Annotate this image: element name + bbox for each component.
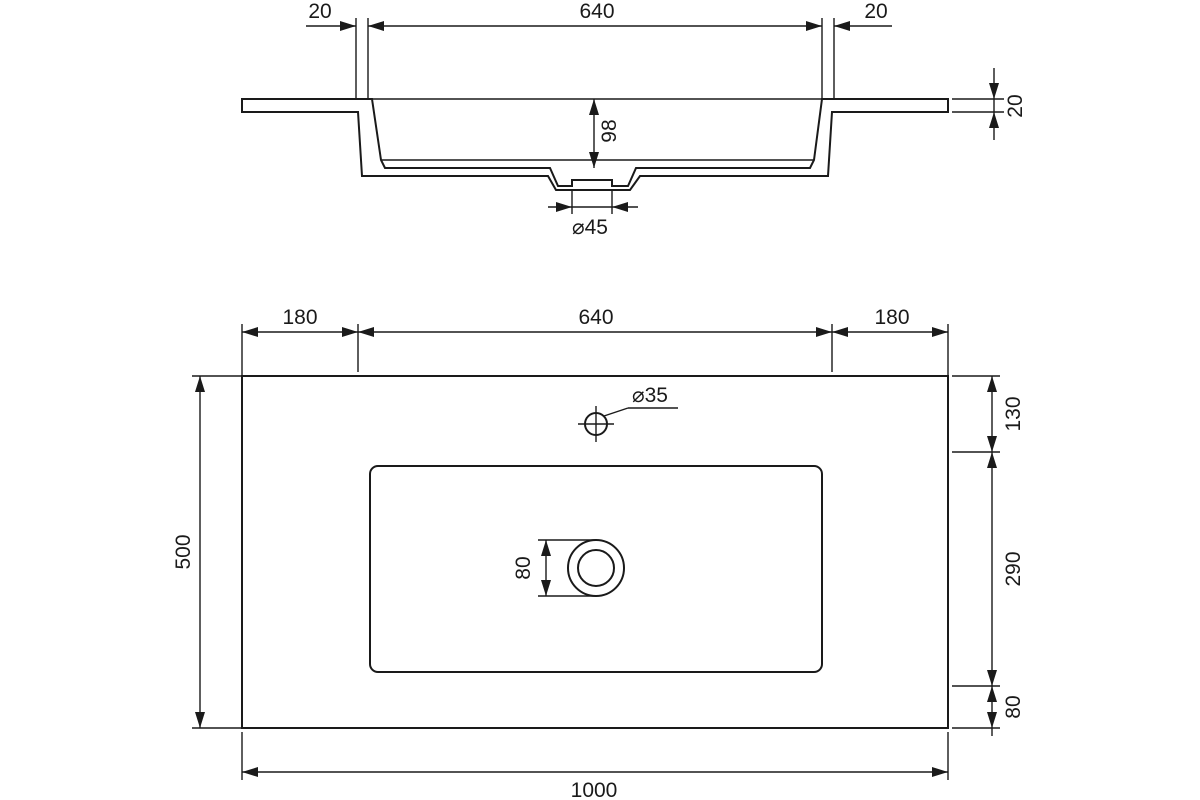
plan-view: ⌀35 180 640 180 500 (172, 306, 1025, 800)
dim-drain-size: 80 (512, 539, 596, 597)
dim-text-slab-thickness: 20 (1004, 94, 1027, 117)
dim-text-right-margin: 180 (874, 306, 909, 329)
dim-text-bowl-depth: 98 (598, 119, 621, 142)
dim-text-front-margin: 80 (1002, 695, 1025, 718)
dim-text-basin-width-section: 640 (579, 0, 614, 23)
vanity-outline (241, 375, 949, 729)
dim-overall-depth: 500 (172, 375, 242, 729)
dim-text-tap-offset: 130 (1002, 396, 1025, 431)
dim-left-rim: 20 (306, 0, 356, 31)
dim-text-drain-diameter: ⌀45 (572, 216, 608, 239)
dim-bowl-depth: 98 (589, 99, 621, 168)
dim-text-overall-width: 1000 (571, 779, 618, 800)
dim-text-drain-size: 80 (512, 556, 535, 579)
dim-slab-thickness: 20 (952, 68, 1027, 140)
section-extension-lines (355, 18, 835, 99)
section-view: 20 640 20 20 98 (241, 0, 1027, 239)
dim-basin-width-section: 640 (368, 0, 822, 31)
dim-text-left-margin: 180 (282, 306, 317, 329)
tap-hole-symbol: ⌀35 (578, 384, 678, 442)
dim-text-left-rim: 20 (308, 0, 331, 23)
basin-outline (369, 465, 823, 673)
dim-text-basin-depth: 290 (1002, 551, 1025, 586)
dim-text-tap-hole-diameter: ⌀35 (632, 384, 668, 407)
dim-text-basin-width-plan: 640 (578, 306, 613, 329)
dim-text-right-rim: 20 (864, 0, 887, 23)
dim-text-overall-depth: 500 (172, 534, 195, 569)
dim-right-rim: 20 (834, 0, 892, 31)
drain-symbol (567, 539, 625, 597)
plan-right-dimensions: 130 290 80 (952, 375, 1025, 736)
dim-overall-width: 1000 (241, 732, 949, 800)
dim-drain-diameter: ⌀45 (548, 190, 638, 239)
plan-top-dimensions: 180 640 180 (241, 306, 949, 376)
